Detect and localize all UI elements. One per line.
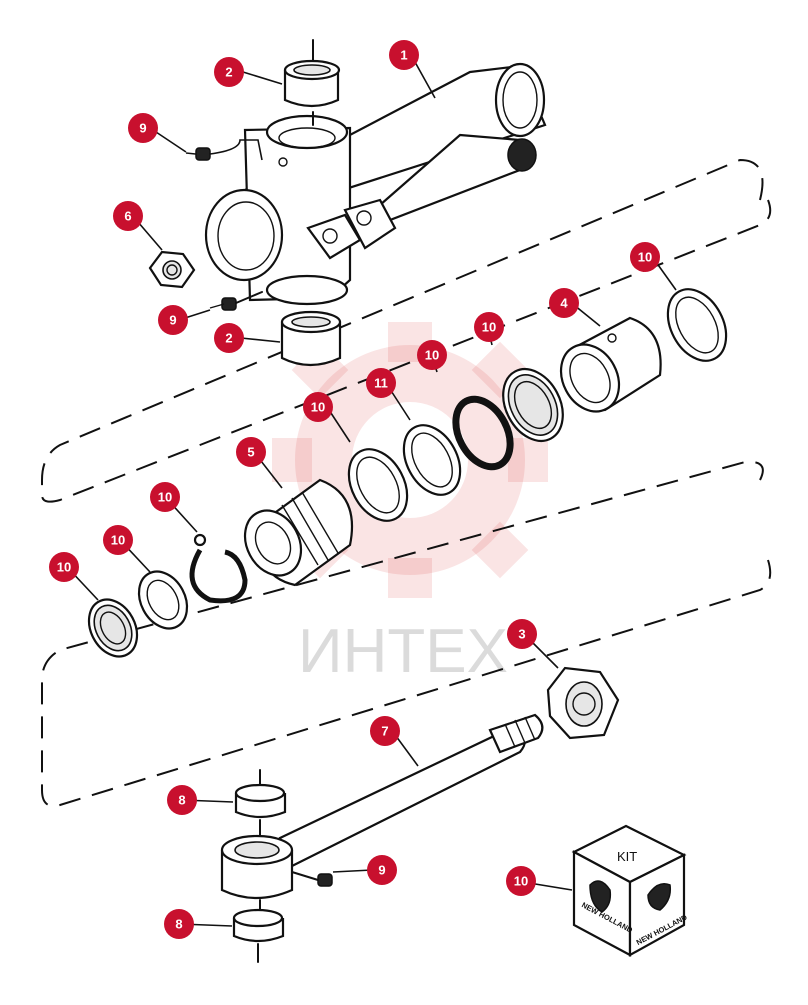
callout-number: 11 (374, 376, 388, 391)
new-holland-logo-right (647, 883, 672, 911)
callout-c1: 1 (389, 40, 419, 70)
callout-c10g: 10 (49, 552, 79, 582)
rod-nut (546, 666, 620, 740)
callout-c3: 3 (507, 619, 537, 649)
seal-ring-right (666, 288, 728, 362)
callout-badge-circle (113, 201, 143, 231)
callout-number: 10 (482, 320, 496, 335)
snap-ring (189, 533, 248, 604)
hex-nut (148, 250, 196, 289)
callout-number: 10 (57, 560, 71, 575)
watermark-text: ИНТЕХ (298, 617, 508, 686)
callout-number: 7 (381, 724, 388, 739)
callout-badge-circle (49, 552, 79, 582)
callout-badge-circle (630, 242, 660, 272)
callout-number: 10 (311, 400, 325, 415)
callout-c10c: 10 (417, 340, 447, 370)
callout-badge-circle (214, 57, 244, 87)
assembly-path-lower (41, 460, 772, 807)
callout-badge-circle (167, 785, 197, 815)
callout-number: 1 (400, 48, 407, 63)
callout-badge-circle (507, 619, 537, 649)
o-ring-black (452, 395, 514, 471)
callout-c10f: 10 (103, 525, 133, 555)
callout-badge-circle (389, 40, 419, 70)
callout-number: 8 (178, 793, 185, 808)
callout-badge-circle (506, 866, 536, 896)
callout-number: 9 (169, 313, 176, 328)
callout-number: 4 (560, 296, 568, 311)
callout-number: 8 (175, 917, 182, 932)
callout-badge-circle (158, 305, 188, 335)
callout-number: 6 (124, 209, 131, 224)
callout-c9b: 9 (158, 305, 188, 335)
backup-ring-11 (402, 424, 462, 496)
callout-number: 10 (514, 874, 528, 889)
callout-c4: 4 (549, 288, 579, 318)
bushing-rod-top (234, 769, 287, 837)
callout-c2a: 2 (214, 57, 244, 87)
callout-c10a: 10 (630, 242, 660, 272)
grease-fitting-middle (209, 291, 263, 311)
callout-badge-circle (236, 437, 266, 467)
callout-c2b: 2 (214, 323, 244, 353)
callout-badge-circle (549, 288, 579, 318)
end-seal-left (87, 598, 139, 658)
callout-number: 10 (638, 250, 652, 265)
port-block-right (343, 198, 397, 250)
callout-number: 10 (425, 348, 439, 363)
gland-nut (559, 316, 662, 413)
callout-c8b: 8 (164, 909, 194, 939)
seal-ring-mid (347, 448, 409, 522)
grease-fitting-rod (291, 871, 333, 887)
bushing-rod-bottom (232, 899, 285, 963)
callout-c10b: 10 (474, 312, 504, 342)
callout-badge-circle (370, 716, 400, 746)
callout-badge-circle (128, 113, 158, 143)
cylinder-barrel (204, 62, 547, 306)
seal-ring-with-groove (502, 368, 564, 442)
callout-c9c: 9 (367, 855, 397, 885)
kit-label: KIT (617, 849, 637, 864)
callout-c10d: 10 (303, 392, 333, 422)
bushing-bottom (280, 310, 342, 367)
wiper-ring-left (137, 570, 189, 630)
piston-rod (278, 713, 544, 868)
callout-badge-circle (366, 368, 396, 398)
callout-number: 9 (378, 863, 385, 878)
callout-c11: 11 (366, 368, 396, 398)
callout-number: 9 (139, 121, 146, 136)
callout-c10e: 10 (150, 482, 180, 512)
callout-badge-circle (417, 340, 447, 370)
rod-eye (220, 834, 294, 900)
callout-badge-circle (367, 855, 397, 885)
callout-badge-circle (150, 482, 180, 512)
callout-number: 10 (158, 490, 172, 505)
kit-box: KIT NEW HOLLAND NEW HOLLAND (571, 824, 689, 957)
callout-number: 5 (247, 445, 254, 460)
callout-badge-circle (103, 525, 133, 555)
callout-number: 2 (225, 65, 232, 80)
callout-c6: 6 (113, 201, 143, 231)
new-holland-logo-left (589, 880, 612, 913)
callout-number: 10 (111, 533, 125, 548)
grease-fitting-top (185, 139, 263, 161)
callout-c5: 5 (236, 437, 266, 467)
callout-badge-circle (474, 312, 504, 342)
assembly-path-upper (41, 158, 772, 503)
callout-c7: 7 (370, 716, 400, 746)
callout-c9a: 9 (128, 113, 158, 143)
callout-badge-circle (164, 909, 194, 939)
piston (243, 478, 354, 587)
callout-badge-circle (214, 323, 244, 353)
bushing-top (283, 39, 341, 126)
callout-c8a: 8 (167, 785, 197, 815)
callout-number: 2 (225, 331, 232, 346)
callout-number: 3 (518, 627, 525, 642)
callout-c10h: 10 (506, 866, 536, 896)
callout-badge-circle (303, 392, 333, 422)
